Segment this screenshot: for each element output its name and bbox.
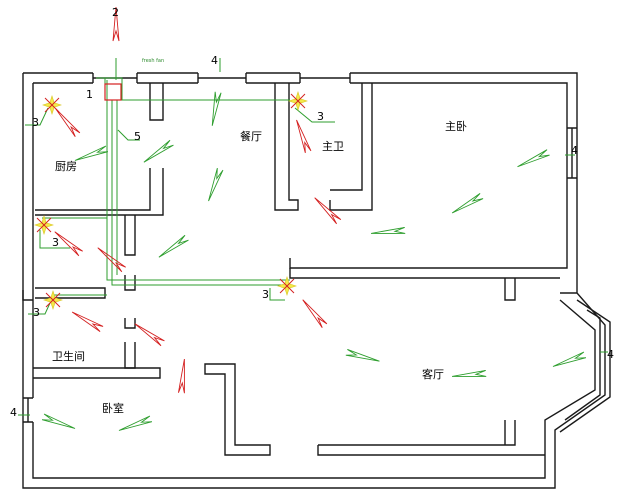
marker-vent-masterbath: 3 — [317, 110, 324, 123]
vents — [34, 91, 308, 310]
supply-arrow-icon — [551, 351, 587, 370]
exhaust-arrow-icon — [95, 244, 127, 273]
marker-duct: 5 — [134, 130, 141, 143]
supply-arrow-icon — [205, 167, 224, 203]
marker-vent-bathroom: 3 — [33, 306, 40, 319]
vent-dining-icon — [277, 276, 297, 296]
duct-network — [18, 58, 608, 416]
marker-vent-dining: 3 — [262, 288, 269, 301]
marker-exhaust-outlet: 2 — [112, 6, 119, 19]
room-master-bath: 主卫 — [322, 140, 344, 153]
unit-tag: fresh fan — [142, 58, 164, 64]
supply-arrow-icon — [345, 348, 381, 365]
marker-fresh-air-bay: 4 — [607, 348, 614, 361]
supply-arrow-icon — [208, 91, 222, 127]
supply-arrow-icon — [156, 234, 189, 261]
supply-arrow-icon — [370, 226, 406, 237]
vent-kitchen2-icon — [34, 215, 54, 235]
marker-fresh-air-left: 4 — [10, 406, 17, 419]
vent-bathroom-icon — [43, 290, 63, 310]
room-dining: 餐厅 — [240, 129, 262, 143]
marker-vent-kitchen: 3 — [32, 116, 39, 129]
room-living: 客厅 — [422, 367, 444, 381]
supply-arrows — [41, 91, 587, 434]
supply-arrow-icon — [117, 415, 153, 434]
room-master-bedroom: 主卧 — [445, 120, 467, 133]
walls — [22, 72, 611, 489]
room-kitchen: 厨房 — [55, 160, 77, 173]
supply-arrow-icon — [515, 149, 551, 170]
supply-arrow-icon — [451, 369, 487, 380]
exhaust-arrow-icon — [293, 118, 312, 154]
room-bathroom: 卫生间 — [52, 349, 85, 363]
room-bedroom: 卧室 — [102, 401, 124, 415]
marker-fresh-air-top: 4 — [211, 54, 218, 67]
supply-arrow-icon — [141, 139, 174, 166]
fan-unit — [104, 83, 122, 101]
marker-vent-kitchen2: 3 — [52, 236, 59, 249]
marker-fan-unit: 1 — [86, 88, 93, 101]
exhaust-arrow-icon — [70, 308, 104, 333]
vent-masterbath-icon — [288, 91, 308, 111]
exhaust-arrow-icon — [132, 320, 165, 347]
supply-arrow-icon — [41, 413, 77, 432]
exhaust-arrow-icon — [299, 297, 328, 329]
exhaust-arrow-icon — [52, 106, 81, 138]
supply-arrow-icon — [450, 192, 484, 217]
marker-fresh-air-right: 4 — [571, 144, 578, 157]
supply-arrow-icon — [73, 145, 109, 164]
exhaust-arrow-icon — [177, 358, 188, 394]
